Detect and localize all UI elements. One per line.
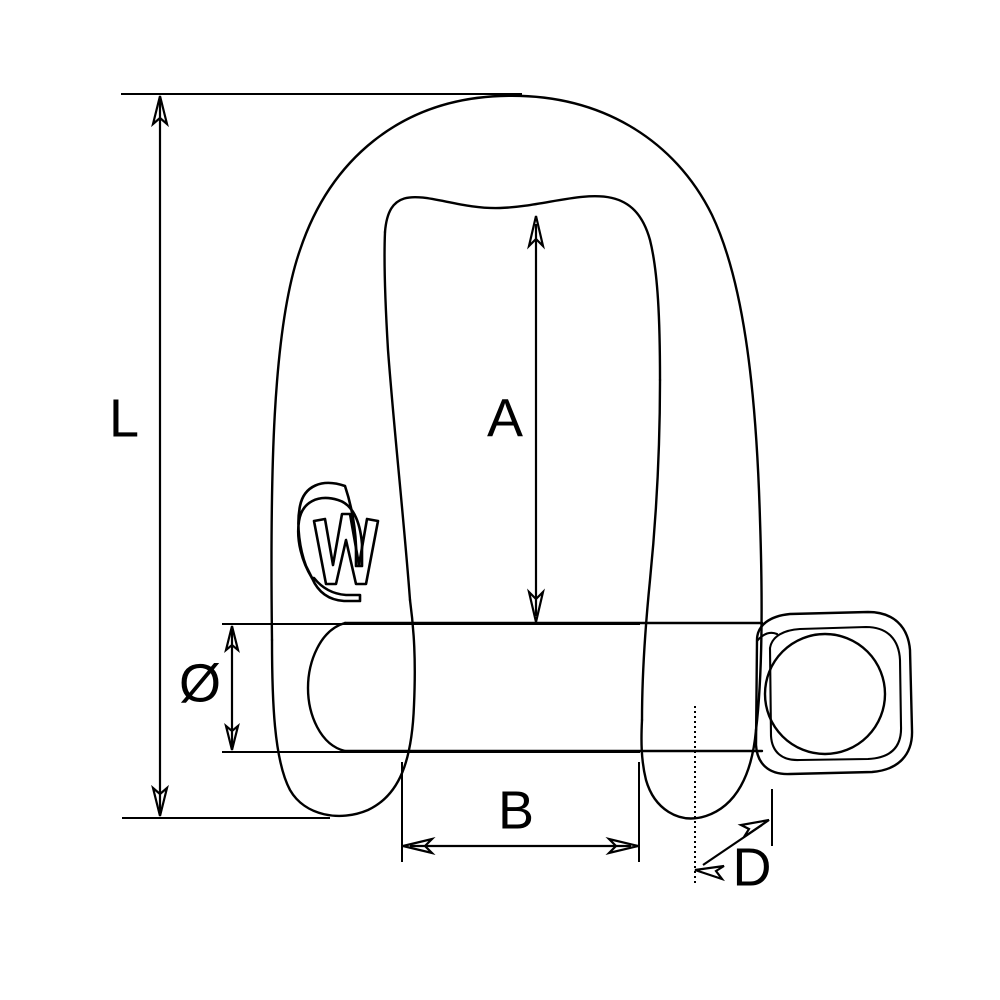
dimension-D-arrowhead-right [737, 818, 770, 838]
dimension-A-arrowhead-bottom [527, 588, 545, 623]
dimension-B-label: B [498, 780, 534, 840]
left-leg [270, 598, 416, 818]
dimension-A-label: A [487, 388, 523, 448]
dimension-A: A [487, 215, 545, 623]
dimension-L-label: L [109, 388, 139, 448]
dimension-diameter-arrowhead-top [224, 625, 240, 654]
dimension-D-arrowhead-left [694, 864, 725, 882]
logo-swoosh-tail [310, 576, 362, 603]
dimension-D: D [694, 706, 773, 897]
pin-head [754, 610, 914, 776]
logo-letter-w [312, 512, 380, 586]
inner-bow-arc [383, 195, 662, 382]
dimension-A-arrowhead-top [527, 215, 545, 250]
pin-head-outline [754, 610, 914, 776]
dimension-L-arrowhead-bottom [151, 784, 169, 817]
shackle-pin [306, 621, 764, 753]
dimension-B-arrowhead-left [402, 837, 436, 855]
dimension-D-label: D [733, 837, 772, 897]
dimension-diameter-arrowhead-bottom [224, 722, 240, 751]
dimension-B-arrowhead-right [605, 837, 639, 855]
pin-head-inner-outline [768, 625, 903, 762]
pin-head-socket [763, 632, 887, 756]
dimension-diameter-label: Ø [179, 653, 221, 713]
logo-swoosh-outline [296, 481, 364, 580]
right-leg [640, 718, 758, 820]
pin-left-end-cap [306, 621, 347, 753]
shackle-body [270, 94, 763, 820]
outer-bow-arc [270, 94, 763, 732]
dimension-diameter: Ø [179, 623, 640, 753]
dimension-L: L [109, 93, 522, 819]
dimension-B: B [401, 762, 640, 862]
right-leg-inner-edge [640, 378, 662, 722]
brand-logo [296, 481, 380, 603]
dimension-L-arrowhead-top [151, 95, 169, 128]
pin-head-notch [755, 631, 779, 643]
left-leg-inner-edge [383, 230, 412, 602]
